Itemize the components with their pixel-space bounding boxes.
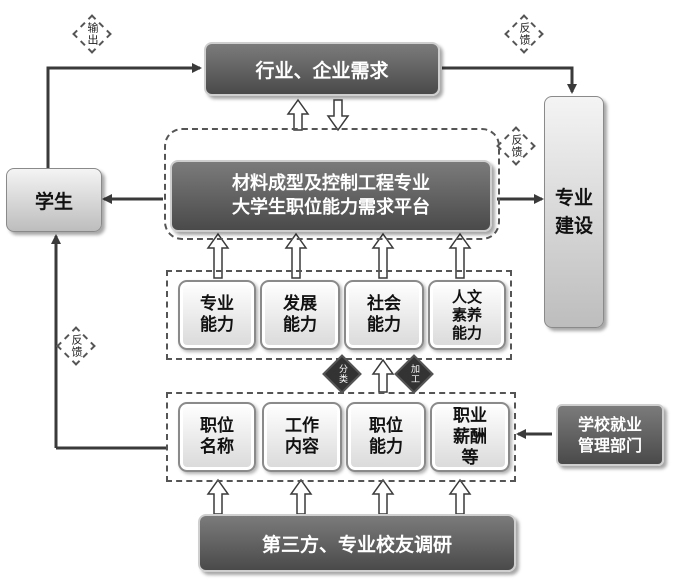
feedback-tag-mid: 反馈 xyxy=(496,126,536,166)
student-box: 学生 xyxy=(6,168,102,232)
major-construction-label: 专业 建设 xyxy=(554,187,593,237)
platform-box: 材料成型及控制工程专业 大学生职位能力需求平台 xyxy=(170,160,492,232)
position-cell: 职位 能力 xyxy=(346,402,426,472)
ability-cell: 发展 能力 xyxy=(260,280,340,350)
student-label: 学生 xyxy=(34,190,73,213)
ability-cell: 社会 能力 xyxy=(344,280,424,350)
feedback-tag-top: 反馈 xyxy=(504,14,544,54)
abilities-platform-hollow-arrows xyxy=(206,232,472,279)
survey-source-label: 第三方、专业校友调研 xyxy=(261,533,452,556)
position-cell: 职业 薪酬 等 xyxy=(430,402,510,472)
position-cell: 职位 名称 xyxy=(178,402,256,472)
survey-source-box: 第三方、专业校友调研 xyxy=(198,514,516,572)
platform-frame xyxy=(164,128,500,240)
ability-cell: 专业 能力 xyxy=(178,280,256,350)
school-dept-box: 学校就业 管理部门 xyxy=(556,404,664,466)
feedback-tag-left: 反馈 xyxy=(56,326,96,366)
output-tag: 输出 xyxy=(72,14,112,54)
platform-label: 材料成型及控制工程专业 大学生职位能力需求平台 xyxy=(232,173,430,218)
output-line xyxy=(46,63,202,168)
industry-demand-box: 行业、企业需求 xyxy=(204,42,440,96)
major-construction-box: 专业 建设 xyxy=(544,96,604,328)
classify-tag: 分类 xyxy=(322,354,362,394)
demand-to-major-line xyxy=(442,66,577,94)
demand-platform-hollow-arrows xyxy=(286,98,350,132)
process-tag: 加工 xyxy=(394,354,434,394)
source-positions-hollow-arrows xyxy=(206,478,472,515)
position-cell: 工作 内容 xyxy=(262,402,342,472)
industry-demand-label: 行业、企业需求 xyxy=(255,59,389,82)
ability-cell: 人文 素养 能力 xyxy=(428,280,506,350)
school-dept-label: 学校就业 管理部门 xyxy=(577,415,642,455)
positions-abilities-hollow-arrow xyxy=(371,358,395,393)
